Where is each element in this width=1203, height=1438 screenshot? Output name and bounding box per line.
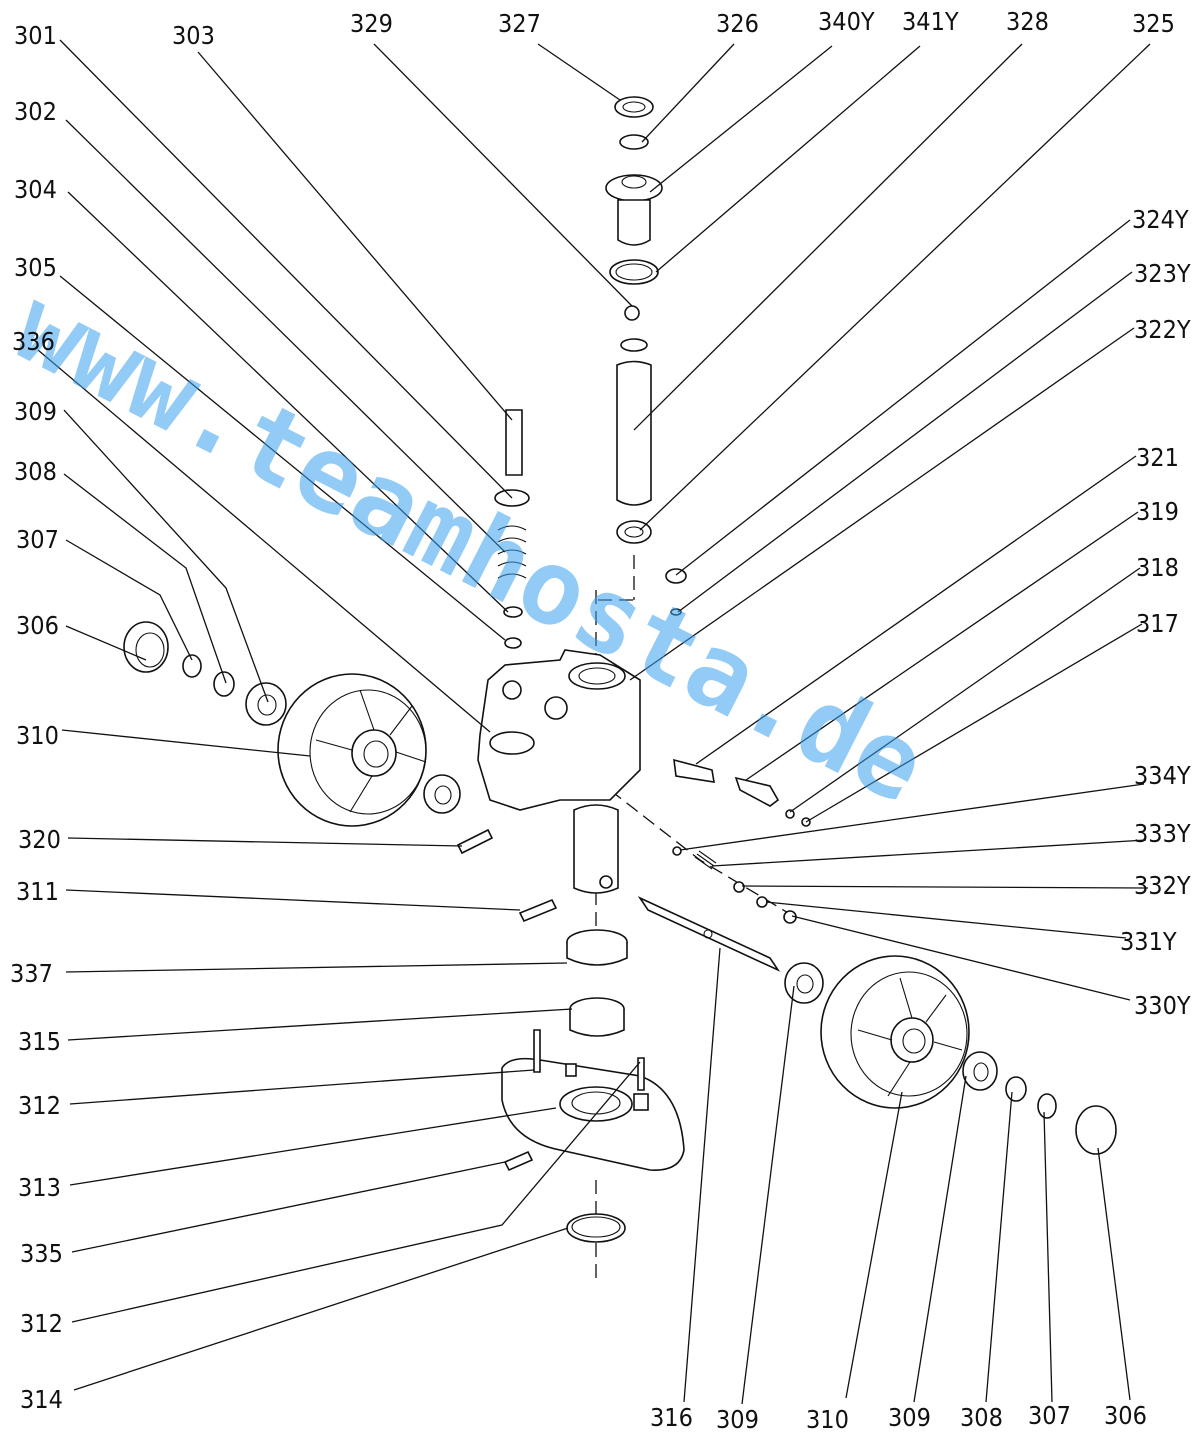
callout-329: 329 [350, 9, 393, 38]
part-drawings [123, 96, 1117, 1280]
snap-ring-314 [566, 1213, 626, 1243]
callout-313: 313 [18, 1173, 61, 1202]
bearing-309-left [245, 682, 287, 726]
callout-341Y: 341Y [902, 7, 959, 36]
nut-318 [785, 809, 795, 819]
callout-314: 314 [20, 1385, 63, 1414]
cap-306-left [123, 621, 169, 673]
callout-302: 302 [14, 97, 57, 126]
pin-320 [456, 828, 494, 855]
pin-312-b [637, 1057, 645, 1091]
callout-310: 310 [806, 1405, 849, 1434]
callout-307: 307 [16, 525, 59, 554]
callout-335: 335 [20, 1239, 63, 1268]
callout-328: 328 [1006, 7, 1049, 36]
spring-333Y [694, 850, 717, 870]
callout-309: 309 [14, 397, 57, 426]
callout-306: 306 [16, 611, 59, 640]
clip-307-right [1037, 1093, 1057, 1119]
callout-308: 308 [14, 457, 57, 486]
pin-312-a [533, 1029, 541, 1073]
callout-317: 317 [1136, 609, 1179, 638]
bearing-309-mid [423, 774, 461, 814]
callout-322Y: 322Y [1134, 315, 1191, 344]
callout-316: 316 [650, 1403, 693, 1432]
pump-axis [598, 555, 635, 601]
callout-labels: 301 302 303 304 305 336 309 308 307 306 … [10, 7, 1191, 1434]
callout-320: 320 [18, 825, 61, 854]
seal-325 [616, 520, 652, 544]
callout-332Y: 332Y [1134, 871, 1191, 900]
callout-305: 305 [14, 253, 57, 282]
leader-lines [37, 39, 1151, 1405]
piston-328 [616, 360, 652, 506]
pin-303 [505, 409, 523, 476]
callout-309: 309 [888, 1403, 931, 1432]
spring-302 [497, 525, 527, 579]
ball-329 [624, 305, 640, 321]
seal-327 [614, 96, 654, 118]
callout-307: 307 [1028, 1401, 1071, 1430]
screw-324Y [665, 568, 687, 584]
callout-327: 327 [498, 9, 541, 38]
axle-316 [637, 896, 781, 972]
callout-319: 319 [1136, 497, 1179, 526]
callout-311: 311 [16, 877, 59, 906]
callout-336: 336 [12, 327, 55, 356]
pin-311 [518, 898, 558, 923]
callout-312: 312 [20, 1309, 63, 1338]
callout-334Y: 334Y [1134, 761, 1191, 790]
bearing-309-right-b [962, 1051, 998, 1091]
callout-337: 337 [10, 959, 53, 988]
callout-333Y: 333Y [1134, 819, 1191, 848]
callout-309: 309 [716, 1405, 759, 1434]
callout-340Y: 340Y [818, 7, 875, 36]
callout-304: 304 [14, 175, 57, 204]
callout-324Y: 324Y [1132, 205, 1189, 234]
washer-304 [503, 606, 523, 618]
callout-310: 310 [16, 721, 59, 750]
callout-315: 315 [18, 1027, 61, 1056]
callout-308: 308 [960, 1403, 1003, 1432]
washer-323Y [670, 608, 682, 616]
callout-303: 303 [172, 21, 215, 50]
ring-326 [619, 134, 649, 150]
callout-321: 321 [1136, 443, 1179, 472]
grease-335 [503, 1150, 534, 1172]
cap-306-right [1075, 1105, 1117, 1155]
washer-305 [504, 637, 522, 649]
callout-331Y: 331Y [1120, 927, 1177, 956]
callout-312: 312 [18, 1091, 61, 1120]
callout-301: 301 [14, 21, 57, 50]
bearing-309-right-a [784, 962, 824, 1004]
shaft-centre [573, 804, 619, 894]
callout-326: 326 [716, 9, 759, 38]
callout-306: 306 [1104, 1401, 1147, 1430]
lever-319 [734, 776, 780, 807]
callout-318: 318 [1136, 553, 1179, 582]
watermark-text: www.teamhosta.de [0, 264, 945, 828]
ring-331Y [756, 896, 768, 908]
ball-334Y [672, 846, 682, 856]
ball-332Y [733, 881, 745, 893]
callout-323Y: 323Y [1134, 259, 1191, 288]
clip-307-left [182, 654, 202, 678]
callout-330Y: 330Y [1134, 991, 1191, 1020]
valve-321 [673, 758, 715, 783]
ring-308-right [1005, 1076, 1027, 1102]
ring-308-left [213, 671, 235, 697]
callout-325: 325 [1132, 9, 1175, 38]
